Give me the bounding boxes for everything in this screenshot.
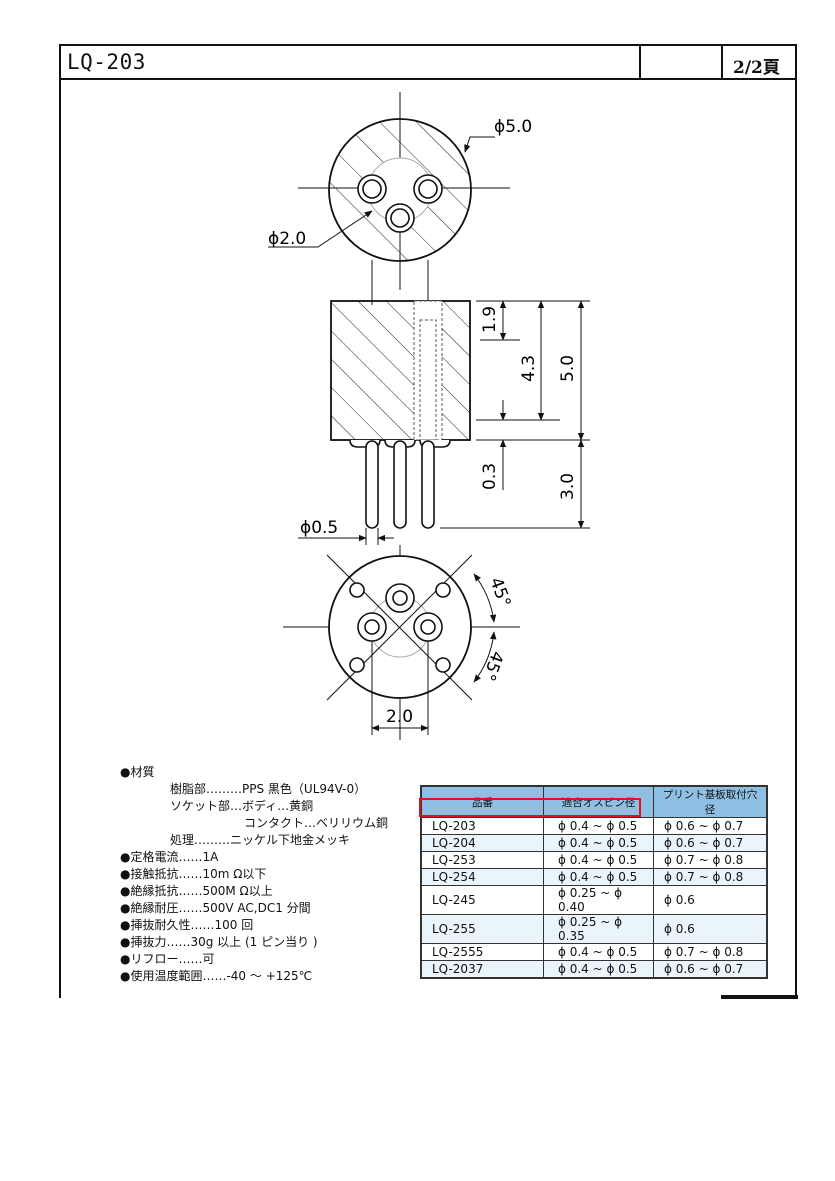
dim-hole-diameter: ϕ2.0 (268, 229, 306, 249)
dim-pitch: 2.0 (386, 707, 413, 727)
sheet-corner-bar (721, 995, 798, 999)
dim-depth-2: 4.3 (519, 355, 539, 382)
table-row: LQ-2555 ϕ 0.4 ~ ϕ 0.5 ϕ 0.7 ~ ϕ 0.8 (420, 943, 768, 961)
document-title: LQ-203 (67, 50, 146, 74)
cell-pcb-hole: ϕ 0.7 ~ ϕ 0.8 (653, 868, 768, 886)
spec-reflow: ●リフロー……可 (120, 952, 215, 966)
cell-part-no: LQ-203 (420, 817, 544, 835)
header-blank-cell (639, 46, 723, 78)
cell-pcb-hole: ϕ 0.6 (653, 885, 768, 915)
table-row: LQ-203 ϕ 0.4 ~ ϕ 0.5 ϕ 0.6 ~ ϕ 0.7 (420, 817, 768, 835)
dim-pin-length: 3.0 (558, 473, 578, 500)
cell-pin-diameter: ϕ 0.4 ~ ϕ 0.5 (543, 960, 654, 979)
cell-pin-diameter: ϕ 0.25 ~ ϕ 0.35 (543, 914, 654, 944)
spec-insertion-force: ●挿抜力……30g 以上 (1 ピン当り ) (120, 935, 318, 949)
cell-pcb-hole: ϕ 0.6 ~ ϕ 0.7 (653, 817, 768, 835)
cell-part-no: LQ-204 (420, 834, 544, 852)
cell-part-no: LQ-2555 (420, 943, 544, 961)
col-header-pin-diameter: 適合オスピン径 (543, 785, 654, 818)
spec-material-heading: ●材質 (120, 765, 155, 779)
cell-pcb-hole: ϕ 0.6 (653, 914, 768, 944)
col-header-part-no: 品番 (420, 785, 544, 818)
cell-pcb-hole: ϕ 0.6 ~ ϕ 0.7 (653, 834, 768, 852)
spec-temperature: ●使用温度範囲……-40 ～ +125℃ (120, 969, 313, 983)
top-view (268, 92, 510, 290)
cell-pcb-hole: ϕ 0.6 ~ ϕ 0.7 (653, 960, 768, 979)
spec-insulation-resistance: ●絶縁抵抗……500M Ω以上 (120, 884, 273, 898)
cell-part-no: LQ-253 (420, 851, 544, 869)
spec-durability: ●挿抜耐久性……100 回 (120, 918, 254, 932)
spec-contact-resistance: ●接触抵抗……10m Ω以下 (120, 867, 267, 881)
spec-resin: 樹脂部………PPS 黒色（UL94V-0） (170, 782, 367, 796)
table-row: LQ-2037 ϕ 0.4 ~ ϕ 0.5 ϕ 0.6 ~ ϕ 0.7 (420, 960, 768, 979)
table-row: LQ-255 ϕ 0.25 ~ ϕ 0.35 ϕ 0.6 (420, 914, 768, 944)
cell-pcb-hole: ϕ 0.7 ~ ϕ 0.8 (653, 851, 768, 869)
parts-table: 品番 適合オスピン径 プリント基板取付穴径 LQ-203 ϕ 0.4 ~ ϕ 0… (420, 785, 768, 979)
bottom-view (283, 545, 520, 740)
table-header-row: 品番 適合オスピン径 プリント基板取付穴径 (420, 785, 768, 818)
header-row: LQ-203 2/2頁 (61, 46, 795, 80)
cell-pin-diameter: ϕ 0.25 ~ ϕ 0.40 (543, 885, 654, 915)
cell-pin-diameter: ϕ 0.4 ~ ϕ 0.5 (543, 817, 654, 835)
cell-part-no: LQ-245 (420, 885, 544, 915)
cell-pin-diameter: ϕ 0.4 ~ ϕ 0.5 (543, 943, 654, 961)
cell-pcb-hole: ϕ 0.7 ~ ϕ 0.8 (653, 943, 768, 961)
table-row: LQ-254 ϕ 0.4 ~ ϕ 0.5 ϕ 0.7 ~ ϕ 0.8 (420, 868, 768, 886)
cell-part-no: LQ-255 (420, 914, 544, 944)
cell-part-no: LQ-2037 (420, 960, 544, 979)
col-header-pcb-hole: プリント基板取付穴径 (653, 785, 768, 818)
cell-part-no: LQ-254 (420, 868, 544, 886)
table-row: LQ-204 ϕ 0.4 ~ ϕ 0.5 ϕ 0.6 ~ ϕ 0.7 (420, 834, 768, 852)
table-row: LQ-253 ϕ 0.4 ~ ϕ 0.5 ϕ 0.7 ~ ϕ 0.8 (420, 851, 768, 869)
table-row: LQ-245 ϕ 0.25 ~ ϕ 0.40 ϕ 0.6 (420, 885, 768, 915)
spec-list: ●材質 樹脂部………PPS 黒色（UL94V-0） ソケット部…ボディ…黄銅 コ… (120, 764, 388, 985)
cell-pin-diameter: ϕ 0.4 ~ ϕ 0.5 (543, 834, 654, 852)
spec-contact: コンタクト…ベリリウム銅 (244, 816, 389, 830)
side-view (298, 260, 590, 545)
spec-treatment: 処理………ニッケル下地金メッキ (170, 833, 351, 847)
dim-gap: 0.3 (480, 463, 500, 490)
dim-outer-diameter: ϕ5.0 (494, 117, 532, 137)
drawing-sheet: LQ-203 2/2頁 (59, 44, 797, 998)
dim-angle-2: 45° (478, 648, 507, 683)
spec-withstand-voltage: ●絶縁耐圧……500V AC,DC1 分間 (120, 901, 311, 915)
spec-socket: ソケット部…ボディ…黄銅 (170, 799, 314, 813)
dim-depth-1: 1.9 (480, 306, 500, 333)
dim-total-height: 5.0 (558, 355, 578, 382)
cell-pin-diameter: ϕ 0.4 ~ ϕ 0.5 (543, 868, 654, 886)
page-number: 2/2頁 (733, 58, 780, 78)
current-part-highlight (419, 798, 641, 817)
spec-rated-current: ●定格電流……1A (120, 850, 219, 864)
cell-pin-diameter: ϕ 0.4 ~ ϕ 0.5 (543, 851, 654, 869)
dim-pin-diameter: ϕ0.5 (300, 518, 338, 538)
